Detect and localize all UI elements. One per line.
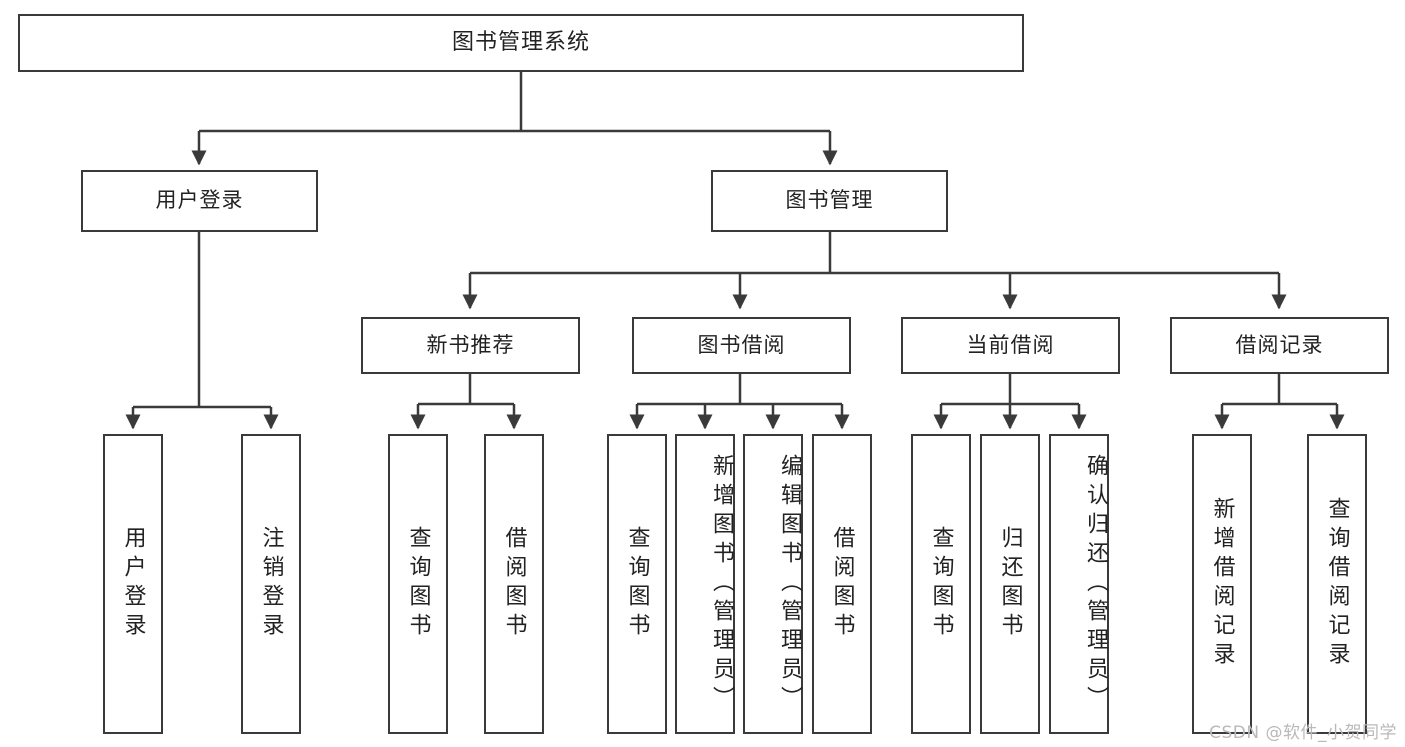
node-book-borrow-label: 图书借阅 [697,332,786,357]
node-borrow-record-label: 借阅记录 [1235,332,1324,357]
leaf-label: 新增借阅记录 [1209,497,1235,671]
node-user-login-label: 用户登录 [155,188,244,213]
node-book-management-label: 图书管理 [785,188,874,213]
leaf-label: 查询借阅记录 [1324,497,1350,671]
node-root-label: 图书管理系统 [451,29,590,55]
leaf-label: 编辑图书（管理员） [777,453,802,715]
node-current-borrow-label: 当前借阅 [966,332,1055,357]
leaf-current-borrow-return[interactable]: 归还图书 [980,434,1040,734]
node-root[interactable]: 图书管理系统 [18,14,1024,72]
leaf-label: 新增图书（管理员） [709,453,734,715]
node-book-borrow[interactable]: 图书借阅 [632,317,851,374]
node-user-login[interactable]: 用户登录 [81,170,318,232]
leaf-current-borrow-confirm[interactable]: 确认归还（管理员） [1049,434,1109,734]
leaf-label: 借阅图书 [829,526,855,642]
leaf-label: 查询图书 [624,526,650,642]
leaf-book-borrow-edit[interactable]: 编辑图书（管理员） [743,434,803,734]
leaf-label: 注销登录 [258,526,284,642]
leaf-label: 查询图书 [928,526,954,642]
node-borrow-record[interactable]: 借阅记录 [1170,317,1389,374]
leaf-book-borrow-add[interactable]: 新增图书（管理员） [675,434,735,734]
watermark: CSDN @软件_小贺同学 [1209,723,1397,743]
leaf-label: 确认归还（管理员） [1083,453,1108,715]
leaf-book-borrow-query[interactable]: 查询图书 [607,434,667,734]
node-new-book-recommend[interactable]: 新书推荐 [361,317,580,374]
leaf-book-borrow-borrow[interactable]: 借阅图书 [812,434,872,734]
leaf-label: 查询图书 [405,526,431,642]
leaf-borrow-record-add[interactable]: 新增借阅记录 [1192,434,1252,734]
leaf-user-login-logout[interactable]: 注销登录 [241,434,301,734]
leaf-new-book-borrow[interactable]: 借阅图书 [484,434,544,734]
node-book-management[interactable]: 图书管理 [711,170,948,232]
leaf-label: 归还图书 [997,526,1023,642]
leaf-label: 借阅图书 [501,526,527,642]
leaf-borrow-record-query[interactable]: 查询借阅记录 [1307,434,1367,734]
leaf-label: 用户登录 [120,526,146,642]
node-new-book-recommend-label: 新书推荐 [426,332,515,357]
leaf-new-book-query[interactable]: 查询图书 [388,434,448,734]
node-current-borrow[interactable]: 当前借阅 [901,317,1120,374]
leaf-current-borrow-query[interactable]: 查询图书 [911,434,971,734]
leaf-user-login-login[interactable]: 用户登录 [103,434,163,734]
